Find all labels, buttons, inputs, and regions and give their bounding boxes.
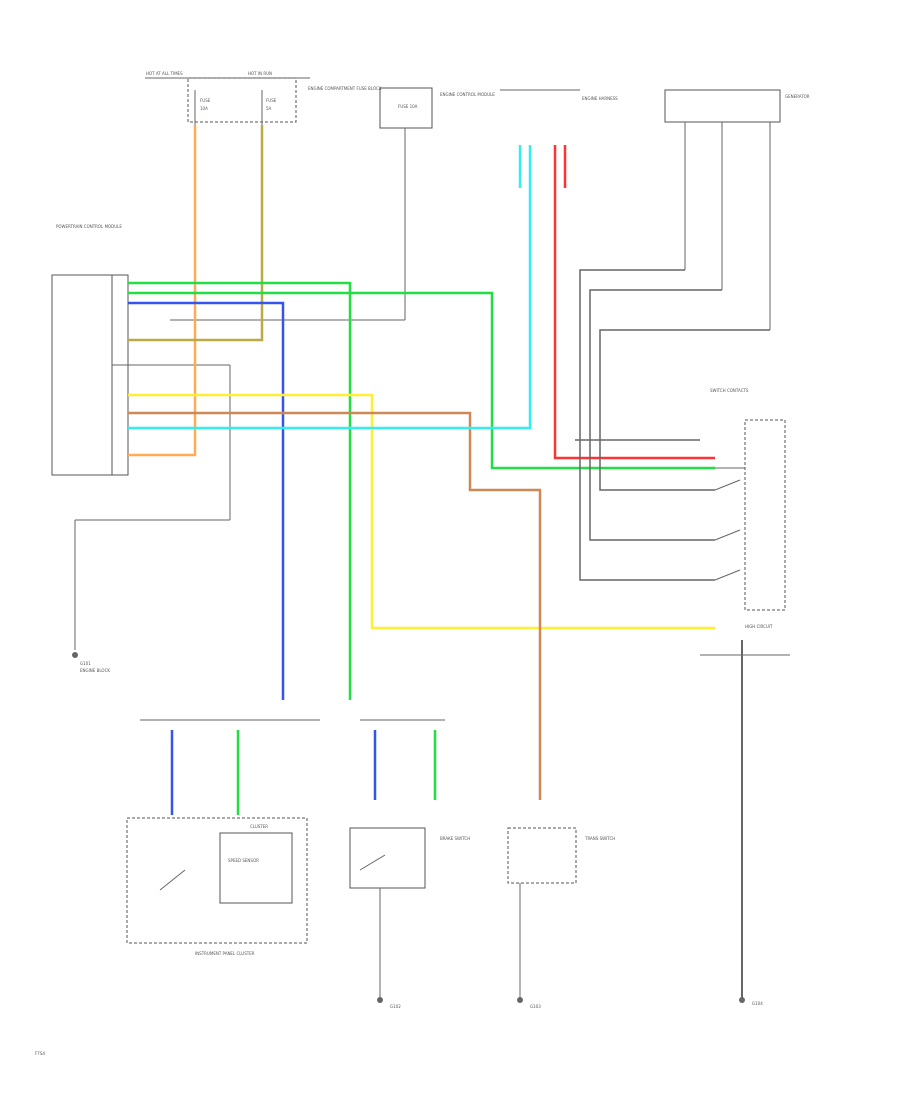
hot-at-all-times-label: HOT AT ALL TIMES [146, 71, 183, 76]
yellow-wire [128, 393, 715, 630]
orange-wire-a [128, 125, 197, 457]
junction-block-label: ENGINE COMPARTMENT FUSE BLOCK [308, 86, 382, 91]
brake-switch: BRAKE SWITCH G102 [349, 719, 470, 1009]
fuse-b-rating: 5A [266, 106, 272, 111]
trans-switch-label: TRANS SWITCH [584, 836, 615, 841]
fuse-a-rating: 10A [200, 106, 208, 111]
ground-mid-label: G102 [390, 1004, 401, 1009]
fuse-a-label: FUSE [200, 98, 211, 103]
right-top-label: ENGINE HARNESS [582, 96, 618, 101]
orange-wire-2 [128, 411, 542, 800]
ground-left-sub: ENGINE BLOCK [80, 668, 110, 673]
generator-area: ENGINE HARNESS GENERATOR [500, 89, 810, 330]
ic-panel-label: INSTRUMENT PANEL CLUSTER [195, 951, 255, 956]
ic-module-label: SPEED SENSOR [228, 858, 259, 863]
tan-wire-b [128, 125, 264, 342]
green-wire-2 [128, 291, 715, 470]
gray-wire-2 [589, 289, 722, 541]
ecm-label: ENGINE CONTROL MODULE [440, 92, 495, 97]
instrument-cluster: SPEED SENSOR INSTRUMENT PANEL CLUSTER CL… [126, 719, 320, 956]
cyan-wire [128, 145, 532, 430]
module-block-label: POWERTRAIN CONTROL MODULE [56, 224, 122, 229]
ecm-fuse-label: FUSE 10A [398, 104, 418, 109]
ground-right-label: G104 [752, 1001, 763, 1006]
trans-switch: TRANS SWITCH G103 [507, 827, 615, 1009]
switch-group-label: SWITCH CONTACTS [710, 388, 749, 393]
relay-label: HIGH CIRCUIT [745, 624, 773, 629]
red-wire-1 [553, 145, 715, 460]
gray-wire-1 [579, 269, 715, 581]
footer-code: F7S4 [35, 1051, 45, 1056]
switch-group: SWITCH CONTACTS HIGH CIRCUIT G104 [700, 388, 790, 1006]
ecm-fuse-box: FUSE 10A ENGINE CONTROL MODULE [170, 87, 495, 321]
left-module: POWERTRAIN CONTROL MODULE G101 ENGINE BL… [51, 224, 231, 673]
fuse-block [187, 77, 297, 123]
fuse-block-area: HOT AT ALL TIMES HOT IN RUN FUSE 10A FUS… [145, 71, 382, 125]
gray-wire-3 [599, 329, 770, 491]
wires [128, 125, 770, 1000]
hot-in-run-label: HOT IN RUN [248, 71, 272, 76]
ground-left-label: G101 [80, 661, 91, 666]
blue-wire [128, 301, 285, 700]
ground-mid2-label: G103 [530, 1004, 541, 1009]
ic-sub-label: CLUSTER [250, 824, 268, 829]
fuse-b-label: FUSE [266, 98, 277, 103]
generator-label: GENERATOR [785, 94, 810, 99]
green-wire-1 [128, 281, 352, 700]
brake-switch-label: BRAKE SWITCH [440, 836, 470, 841]
